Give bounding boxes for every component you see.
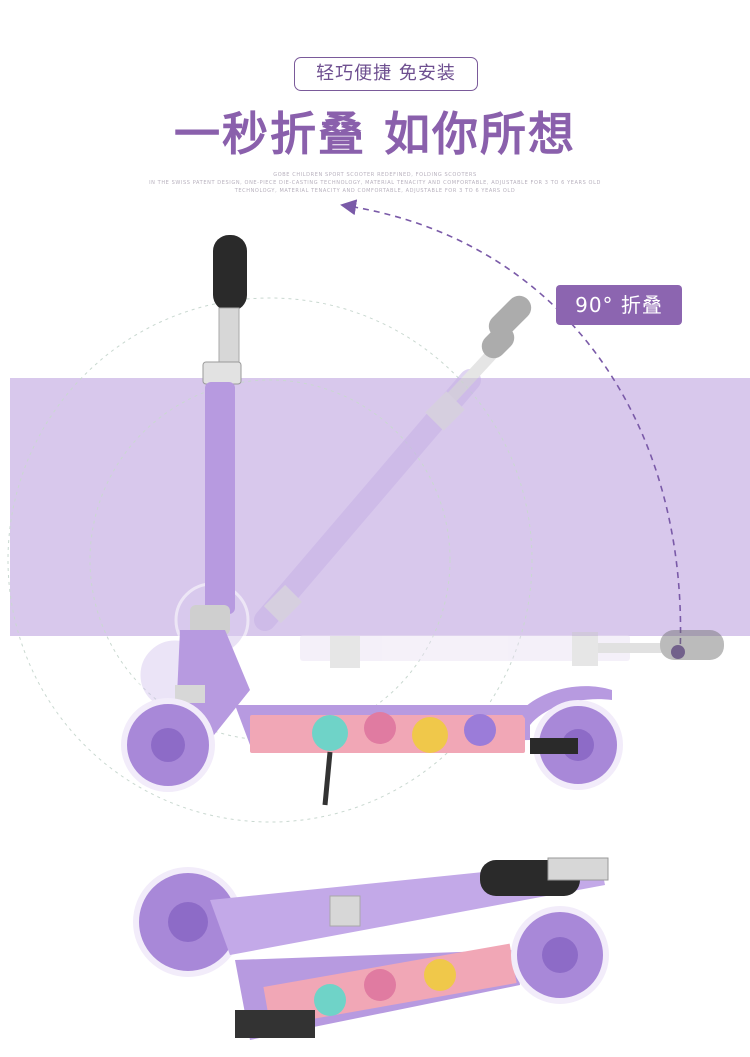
fold-angle-label: 90° 折叠	[556, 285, 682, 325]
feature-badge: 轻巧便捷 免安装	[294, 57, 478, 91]
scooter-folded	[133, 857, 609, 1040]
fine-print-line-1: Gobe children sport scooter redefined, f…	[273, 172, 477, 178]
page-title: 一秒折叠 如你所想	[173, 107, 576, 161]
fine-print-line-3: technology, material tenacity and comfor…	[234, 188, 516, 194]
fine-print-line-2: In the swiss patent design, one-piece di…	[149, 180, 601, 186]
curved-arrow-icon	[340, 199, 682, 656]
lavender-band	[10, 378, 750, 636]
scooter-upright	[121, 235, 623, 806]
handle-grip	[213, 235, 247, 311]
